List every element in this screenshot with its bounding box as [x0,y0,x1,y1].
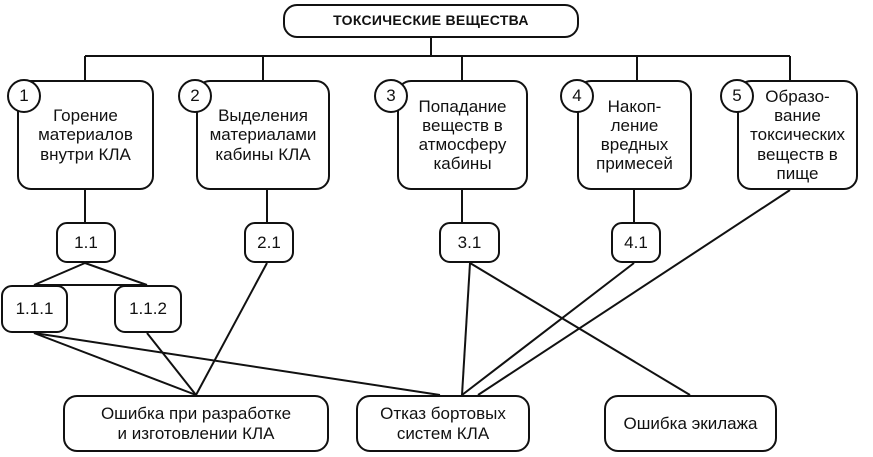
event-2-1: 2.1 [244,222,294,263]
cause-design-error: Ошибка при разработке и изготовлении КЛА [63,395,329,452]
cause-onboard-failure: Отказ бортовых систем КЛА [356,395,530,452]
category-label: Горение материалов внутри КЛА [38,106,133,164]
category-number-1: 1 [7,79,41,113]
category-number-3: 3 [374,79,408,113]
category-food-toxins: Образо- вание токсических веществ в пище [737,80,858,190]
event-1-1-2: 1.1.2 [114,285,182,333]
category-number-5: 5 [720,79,754,113]
category-number-4: 4 [560,79,594,113]
event-1-1-1: 1.1.1 [1,285,68,333]
event-1-1: 1.1 [56,222,116,263]
cause-crew-error: Ошибка экилажа [604,395,777,452]
category-ingress: Попадание веществ в атмосферу кабины [397,80,528,190]
category-label: Образо- вание токсических веществ в пище [750,87,845,183]
category-number-2: 2 [178,79,212,113]
category-label: Попадание веществ в атмосферу кабины [418,96,507,174]
category-label: Выделения материалами кабины КЛА [209,106,317,164]
category-combustion: Горение материалов внутри КЛА [17,80,154,190]
event-3-1: 3.1 [439,222,500,263]
category-emission: Выделения материалами кабины КЛА [196,80,330,190]
category-label: Накоп- ление вредных примесей [596,96,673,174]
diagram-title: ТОКСИЧЕСКИЕ ВЕЩЕСТВА [283,4,579,38]
event-4-1: 4.1 [611,222,661,263]
category-accumulation: Накоп- ление вредных примесей [577,80,692,190]
